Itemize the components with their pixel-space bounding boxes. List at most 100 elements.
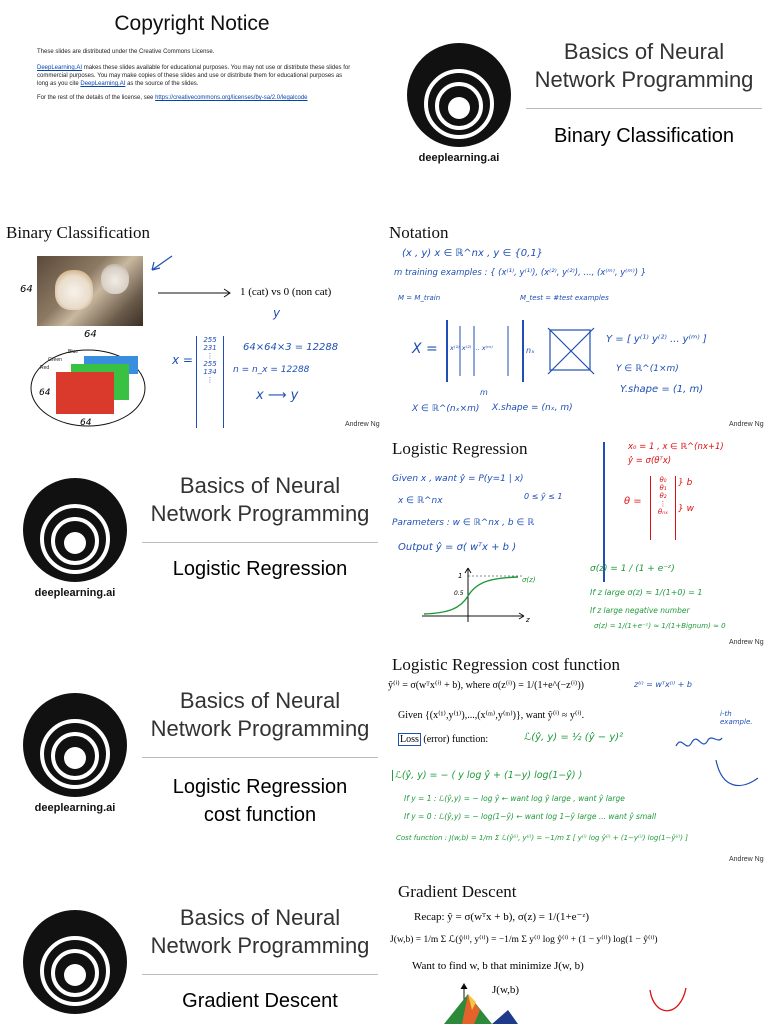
slide-title: Binary Classification (6, 223, 151, 242)
squiggle-icon (675, 737, 723, 747)
section-title-line2: Network Programming (150, 716, 370, 741)
section-title-line1: Basics of Neural (179, 688, 341, 713)
notation-m-test: M_test = #test examples (520, 294, 609, 302)
copyright-body: These slides are distributed under the C… (37, 48, 352, 102)
section-title-line1: Basics of Neural (179, 905, 341, 930)
slide-title: Gradient Descent (398, 882, 517, 901)
cost-z-def: z⁽ⁱ⁾ = wᵀx⁽ⁱ⁾ + b (634, 680, 692, 689)
convex-curve-icon (715, 759, 759, 786)
Y-def: Y = [ y⁽¹⁾ y⁽²⁾ ... y⁽ᵐ⁾ ] (606, 334, 707, 345)
section-subtitle-line1: Logistic Regression (172, 776, 348, 798)
deeplearning-logo (23, 693, 127, 797)
label-64-left: 64 (20, 284, 33, 295)
theta-equals: θ = (624, 496, 642, 507)
notation-line1: (x , y) x ∈ ℝ^nx , y ∈ {0,1} (402, 248, 544, 259)
gd-want: Want to find w, b that minimize J(w, b) (412, 960, 584, 972)
gd-recap: Recap: ŷ = σ(wᵀx + b), σ(z) = 1/(1+e⁻ᶻ) (414, 911, 590, 923)
sigma-neg2: σ(z) = 1/(1+e⁻ᶻ) ≈ 1/(1+Bignum) ≈ 0 (594, 622, 726, 630)
cost-yhat-def: ŷ⁽ⁱ⁾ = σ(wᵀx⁽ⁱ⁾ + b), where σ(z⁽ⁱ⁾) = 1/… (388, 680, 584, 691)
loss-rest: (error) function: (420, 734, 489, 745)
sig-half: 0.5 (454, 590, 464, 597)
section-title-line1: Basics of Neural (179, 473, 341, 498)
deeplearning-logo (23, 910, 127, 1014)
loss-squared: ℒ(ŷ, y) = ½ (ŷ − y)² (524, 732, 624, 743)
cat-image (37, 256, 143, 326)
gd-jwb: J(w,b) (492, 984, 520, 996)
theta-w: } w (678, 504, 694, 514)
cost-surface-plot (444, 983, 518, 1024)
sig-label: σ(z) (522, 576, 536, 584)
notation-m-train: M = M_train (398, 294, 441, 302)
map-label: x ⟶ y (256, 388, 299, 403)
cost-J: Cost function : J(w,b) = 1/m Σ ℒ(ŷ⁽ⁱ⁾, y… (396, 834, 688, 842)
X-equals: X = (412, 341, 438, 357)
label-64-matrix: 64 (39, 388, 51, 398)
x-equals: x = (172, 353, 193, 367)
cost-given: Given {(x⁽¹⁾,y⁽¹⁾),...,(x⁽ᵐ⁾,y⁽ᵐ⁾)}, wan… (398, 710, 585, 721)
logreg-range: 0 ≤ ŷ ≤ 1 (524, 492, 563, 501)
slide-notation: Notation (x , y) x ∈ ℝ^nx , y ∈ {0,1} m … (384, 218, 768, 433)
channel-green: Green (48, 357, 62, 363)
sigmoid-plot (422, 567, 525, 622)
section-subtitle-line2: cost function (203, 804, 317, 826)
credit: Andrew Ng (729, 639, 764, 646)
copyright-line2-end: as the source of the slides. (125, 81, 199, 87)
section-subtitle: Gradient Descent (182, 990, 338, 1012)
section-slide-cost: deeplearning.ai Basics of Neural Network… (0, 655, 384, 865)
convex-curve-icon (649, 987, 687, 1012)
license-link[interactable]: https://creativecommons.org/licenses/by-… (155, 95, 308, 101)
red-matrix (56, 372, 114, 414)
logreg-params: Parameters : w ∈ ℝ^nx , b ∈ ℝ (392, 518, 535, 528)
notation-line2: m training examples : { (x⁽¹⁾, y⁽¹⁾), (x… (394, 268, 647, 278)
section-slide-gd: Basics of Neural Network Programming Gra… (0, 872, 384, 1024)
cost-loss-line: Loss (error) function: (398, 733, 489, 746)
logreg-given: Given x , want ŷ = P(y=1 | x) (392, 474, 524, 484)
Y-shape: Y.shape = (1, m) (620, 384, 704, 395)
logreg-theta-x: ŷ = σ(θᵀx) (628, 456, 672, 466)
deeplearning-link[interactable]: DeepLearning.AI (37, 65, 83, 71)
section-title-line2: Network Programming (534, 67, 754, 92)
slide-title: Logistic Regression cost function (392, 655, 621, 674)
copyright-line2: DeepLearning.AI makes these slides avail… (37, 64, 352, 88)
X-matrix: x⁽¹⁾ x⁽²⁾ ... x⁽ᵐ⁾ (446, 320, 524, 382)
slide-gradient-descent: Gradient Descent Recap: ŷ = σ(wᵀx + b), … (384, 872, 768, 1024)
gd-cost: J(w,b) = 1/m Σ ℒ(ŷ⁽ⁱ⁾, y⁽ⁱ⁾) = −1/m Σ y⁽… (390, 935, 658, 945)
dims-label: 64×64×3 = 12288 (243, 342, 339, 353)
section-title: Basics of Neural Network Programming (140, 904, 380, 960)
crossed-matrix-icon (547, 327, 595, 375)
output-label: 1 (cat) vs 0 (non cat) (240, 286, 332, 298)
credit: Andrew Ng (729, 856, 764, 863)
slide-binary-classification: Binary Classification 64 64 1 (cat) vs 0… (0, 218, 384, 433)
rgb-matrices: Blue Green Red 64 64 (28, 346, 158, 431)
copyright-line2-text: makes these slides available for educati… (37, 65, 351, 87)
X-columns: x⁽¹⁾ x⁽²⁾ ... x⁽ᵐ⁾ (450, 344, 493, 352)
label-64-bottom: 64 (84, 329, 97, 340)
credit: Andrew Ng (345, 421, 380, 428)
case-y0: If y = 0 : ℒ(ŷ,y) = − log(1−ŷ) ← want lo… (404, 812, 657, 821)
sigma-def: σ(z) = 1 / (1 + e⁻ᶻ) (590, 564, 675, 574)
copyright-slide: Copyright Notice These slides are distri… (0, 0, 384, 200)
slide-title: Notation (389, 223, 449, 242)
credit: Andrew Ng (729, 421, 764, 428)
section-slide-logreg: deeplearning.ai Basics of Neural Network… (0, 440, 384, 650)
section-title: Basics of Neural Network Programming (524, 38, 764, 94)
section-title-line2: Network Programming (150, 933, 370, 958)
brand-label: deeplearning.ai (34, 802, 116, 814)
cost-ith: i-th example. (720, 710, 753, 726)
logreg-output: Output ŷ = σ( wᵀx + b ) (398, 542, 517, 553)
channel-red: Red (40, 365, 50, 371)
theta-vector: θ₀ θ₁ θ₂ ⋮ θₙₓ (650, 476, 676, 540)
blue-arrow-icon (151, 255, 173, 271)
deeplearning-logo (23, 478, 127, 582)
slide-cost-function: Logistic Regression cost function ŷ⁽ⁱ⁾ =… (384, 652, 768, 867)
deeplearning-link-2[interactable]: DeepLearning.AI (80, 81, 126, 87)
copyright-line3: For the rest of the details of the licen… (37, 94, 352, 102)
case-y1: If y = 1 : ℒ(ŷ,y) = − log ŷ ← want log ŷ… (404, 794, 625, 803)
label-64-matrix-bottom: 64 (80, 418, 92, 428)
section-title: Basics of Neural Network Programming (140, 687, 380, 743)
sigma-neg: If z large negative number (590, 606, 690, 615)
section-title-line1: Basics of Neural (563, 39, 725, 64)
section-subtitle: Logistic Regression cost function (140, 773, 380, 829)
deeplearning-logo (407, 43, 511, 147)
brand-label: deeplearning.ai (418, 152, 500, 164)
